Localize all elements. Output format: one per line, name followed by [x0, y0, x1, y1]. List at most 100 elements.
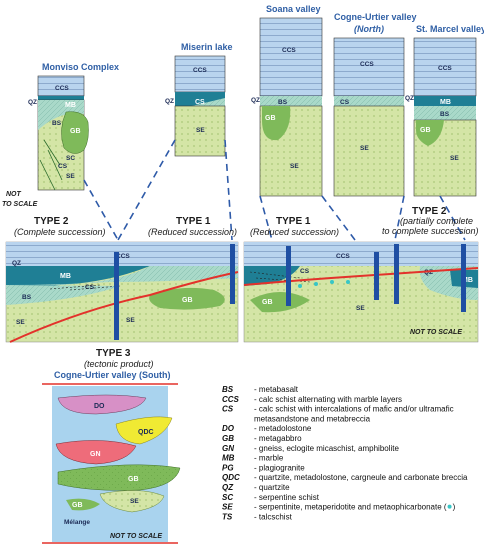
legend-code: BS — [222, 385, 234, 394]
legend-code: GB — [222, 434, 234, 443]
legend-code: SC — [222, 493, 233, 502]
miserin-ccs-label: CCS — [193, 67, 207, 74]
type2-left-title: TYPE 2 — [34, 216, 69, 227]
legend-description: - metagabbro — [254, 434, 302, 443]
cogne-north-se-label: SE — [360, 145, 369, 152]
legend-description: - plagiogranite — [254, 463, 305, 472]
st-marcel-mb-label: MB — [440, 99, 451, 106]
soana-title: Soana valley — [266, 4, 321, 14]
legend-description: - metadolostone — [254, 424, 312, 433]
st-marcel-column: St. Marcel valley CCS QZ MB BS GB SE — [405, 24, 484, 197]
soana-column: Soana valley CCS BS QZ GB SE — [251, 4, 323, 197]
soana-bs-label: BS — [278, 99, 288, 106]
legend-description: - marble — [254, 454, 284, 463]
left-cs-label: CS — [85, 284, 95, 291]
monviso-mb-label: MB — [65, 102, 76, 109]
legend-description: - quartzite, metadolostone, cargneule an… — [254, 473, 468, 482]
leader-lines — [83, 139, 466, 241]
soana-ccs-label: CCS — [282, 47, 296, 54]
legend-code: CS — [222, 405, 234, 414]
right-cs-label: CS — [300, 268, 310, 275]
type3-se-label: SE — [130, 498, 139, 505]
right-qz-label: QZ — [424, 269, 433, 276]
left-bs-label: BS — [22, 294, 32, 301]
type3-title: TYPE 3 — [96, 348, 131, 359]
monviso-se-label: SE — [66, 173, 75, 180]
left-gb-label: GB — [182, 297, 193, 304]
legend-code: DO — [222, 424, 235, 433]
st-marcel-ccs-label: CCS — [438, 65, 452, 72]
left-cross-section: CCS MB QZ BS CS GB SE SE — [5, 241, 239, 343]
type2-right-subtitle-2: to complete succession) — [382, 226, 479, 236]
left-mb-label: MB — [60, 273, 71, 280]
right-mb-label: MB — [462, 277, 473, 284]
legend-description: - serpentinite, metaperidotite and metao… — [254, 503, 447, 512]
legend-paren: ) — [453, 503, 456, 512]
left-se-label: SE — [16, 319, 25, 326]
type1-right-subtitle: (Reduced succession) — [250, 227, 339, 237]
monviso-gb-label: GB — [70, 128, 81, 135]
cogne-north-ccs-label: CCS — [360, 61, 374, 68]
soana-se-label: SE — [290, 163, 299, 170]
monviso-sc-label: SC — [66, 155, 75, 162]
legend-description: - quartzite — [254, 483, 290, 492]
left-se2-label: SE — [126, 317, 135, 324]
type1-right-title: TYPE 1 — [276, 216, 311, 227]
cogne-south-title: Cogne-Urtier valley (South) — [54, 370, 171, 380]
legend-description: metasandstone and metabreccia — [254, 414, 371, 423]
st-marcel-se-label: SE — [450, 155, 459, 162]
miserin-cs-label: CS — [195, 99, 205, 106]
monviso-cs-label: CS — [58, 163, 68, 170]
st-marcel-gb-label: GB — [420, 127, 431, 134]
type3-gn-label: GN — [90, 451, 101, 458]
type3-gb2-label: GB — [72, 502, 83, 509]
legend-description: - serpentine schist — [254, 493, 320, 502]
monviso-column: Monviso Complex CCS QZ BS MB GB SC SE CS… — [2, 62, 119, 208]
legend-description: - calc schist alternating with marble la… — [254, 395, 402, 404]
right-cross-section: CCS CS MB QZ GB SE NOT TO SCALE — [243, 241, 479, 343]
right-gb-label: GB — [262, 299, 273, 306]
legend-code: CCS — [222, 395, 240, 404]
cogne-north-column: Cogne-Urtier valley (North) CCS CS SE — [333, 12, 417, 197]
miserin-column: Miserin lake CCS CS QZ SE — [165, 42, 233, 157]
type1-left-subtitle: (Reduced succession) — [148, 227, 237, 237]
legend-description: - gneiss, eclogite micaschist, amphiboli… — [254, 444, 400, 453]
monviso-ccs-label: CCS — [55, 85, 69, 92]
cogne-north-subtitle: (North) — [354, 24, 384, 34]
legend-code: PG — [222, 463, 234, 472]
left-qz-label: QZ — [12, 260, 21, 267]
type3-do-label: DO — [94, 403, 105, 410]
st-marcel-bs-label: BS — [440, 111, 450, 118]
type2-right-subtitle-1: (partially complete — [400, 216, 473, 226]
type3-subtitle: (tectonic product) — [84, 359, 154, 369]
monviso-qz-label: QZ — [28, 99, 37, 106]
miserin-se-label: SE — [196, 127, 205, 134]
soana-qz-label: QZ — [251, 97, 260, 104]
type2-right-title: TYPE 2 — [412, 206, 447, 217]
legend-description: - calc schist with intercalations of maf… — [254, 405, 454, 414]
soana-gb-label: GB — [265, 115, 276, 122]
type3-block: TYPE 3 (tectonic product) Cogne-Urtier v… — [42, 348, 181, 544]
right-not-to-scale: NOT TO SCALE — [410, 329, 462, 336]
type3-qdc-label: QDC — [138, 429, 154, 436]
legend-code: GN — [222, 444, 234, 453]
monviso-title: Monviso Complex — [42, 62, 119, 72]
legend-code: MB — [222, 454, 235, 463]
type3-melange-label: Mélange — [64, 519, 90, 526]
type1-left-title: TYPE 1 — [176, 216, 211, 227]
monviso-to-scale-label: TO SCALE — [2, 201, 38, 208]
right-se-label: SE — [356, 305, 365, 312]
legend-code: SE — [222, 503, 233, 512]
right-ccs-label: CCS — [336, 253, 350, 260]
monviso-bs-label: BS — [52, 120, 62, 127]
st-marcel-qz-label: QZ — [405, 95, 414, 102]
miserin-qz-label: QZ — [165, 98, 174, 105]
legend-description: - metabasalt — [254, 385, 299, 394]
type3-not-to-scale: NOT TO SCALE — [110, 533, 162, 540]
type-labels: TYPE 2 (Complete succession) TYPE 1 (Red… — [14, 206, 479, 237]
legend-code: QZ — [222, 483, 234, 492]
metaophicarbonate-symbol — [447, 504, 452, 509]
type3-gb-label: GB — [128, 476, 139, 483]
